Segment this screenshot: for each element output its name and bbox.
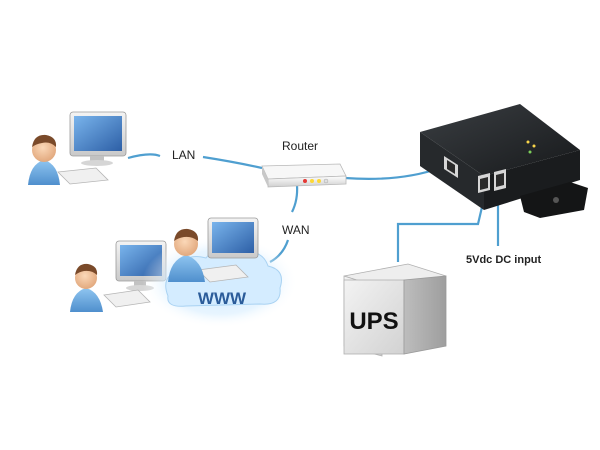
router-icon (261, 163, 347, 188)
lan-label: LAN (172, 148, 195, 162)
lan-cable-right (202, 155, 263, 170)
power-input-label: 5Vdc DC input (466, 254, 542, 266)
user-icon (28, 134, 60, 185)
lan-cable-left (127, 153, 161, 160)
computer-icon (57, 111, 127, 185)
computer-icon (197, 217, 259, 283)
router-label: Router (282, 139, 318, 153)
network-device-icon (420, 104, 588, 218)
user-left-top (28, 111, 127, 185)
ups-port (478, 173, 490, 193)
ethernet-port (444, 156, 458, 178)
user-icon (168, 228, 205, 282)
user-icon (70, 263, 103, 312)
ups-label: UPS (349, 308, 398, 335)
ups-box-icon: UPS (343, 263, 447, 357)
www-label: WWW (198, 289, 247, 308)
wan-label: WAN (282, 223, 310, 237)
internet-cloud: WWW (142, 217, 298, 328)
wan-cable-router (291, 184, 299, 213)
dc-input-port (494, 169, 506, 191)
